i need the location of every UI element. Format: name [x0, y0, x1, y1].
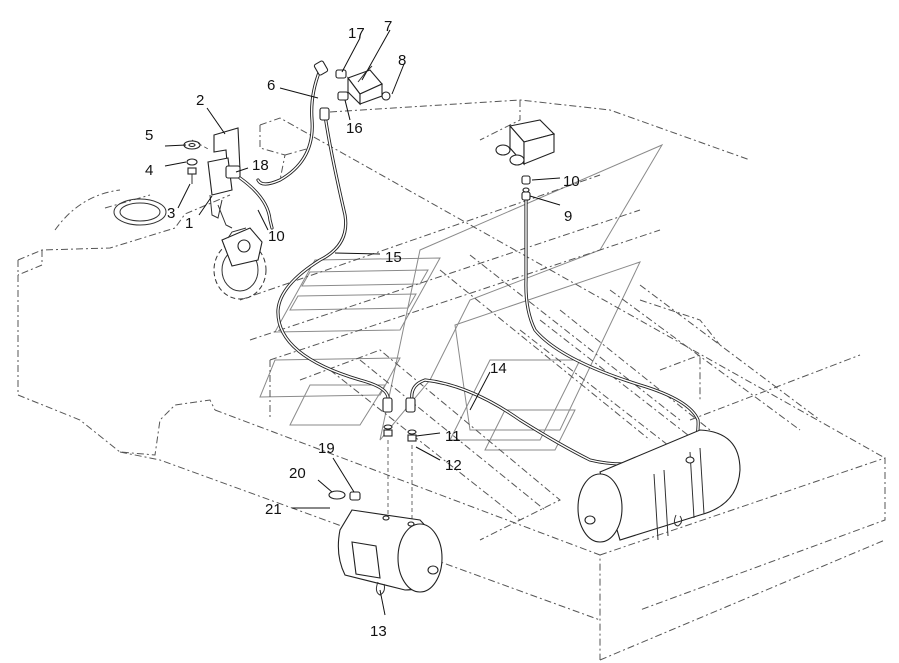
callout-17: 17	[348, 25, 365, 42]
watermark-logo	[259, 143, 664, 451]
air-lines	[238, 68, 700, 466]
line-fittings	[313, 60, 531, 525]
callout-7: 7	[384, 18, 392, 35]
vehicle-frame	[17, 99, 886, 661]
callout-19: 19	[318, 440, 335, 457]
callout-12: 12	[445, 457, 462, 474]
leader-lines	[164, 29, 561, 616]
hand-control-valve	[335, 65, 391, 106]
callout-13: 13	[370, 623, 387, 640]
callout-21: 21	[265, 501, 282, 518]
air-tank-front	[328, 490, 443, 596]
callout-20: 20	[289, 465, 306, 482]
bracket-hardware	[183, 139, 211, 184]
callout-16: 16	[346, 120, 363, 137]
callout-8: 8	[398, 52, 406, 69]
callout-10-right: 10	[563, 173, 580, 190]
callout-6: 6	[267, 77, 275, 94]
callout-4: 4	[145, 162, 153, 179]
callout-15: 15	[385, 249, 402, 266]
callout-18: 18	[252, 157, 269, 174]
filler-ring	[113, 198, 167, 226]
relay-valve	[495, 119, 556, 185]
brake-chamber	[213, 227, 267, 300]
callout-3: 3	[167, 205, 175, 222]
callout-labels: 1 2 3 4 5 6 7 8 9 10 10 11 12 13 14 15 1…	[145, 18, 580, 640]
callout-14: 14	[490, 360, 507, 377]
callout-5: 5	[145, 127, 153, 144]
callout-2: 2	[196, 92, 204, 109]
callout-9: 9	[564, 208, 572, 225]
callout-1: 1	[185, 215, 193, 232]
callout-10-left: 10	[268, 228, 285, 245]
callout-11: 11	[445, 428, 461, 445]
air-tank-rear	[577, 429, 741, 543]
valve-bracket	[207, 127, 241, 229]
